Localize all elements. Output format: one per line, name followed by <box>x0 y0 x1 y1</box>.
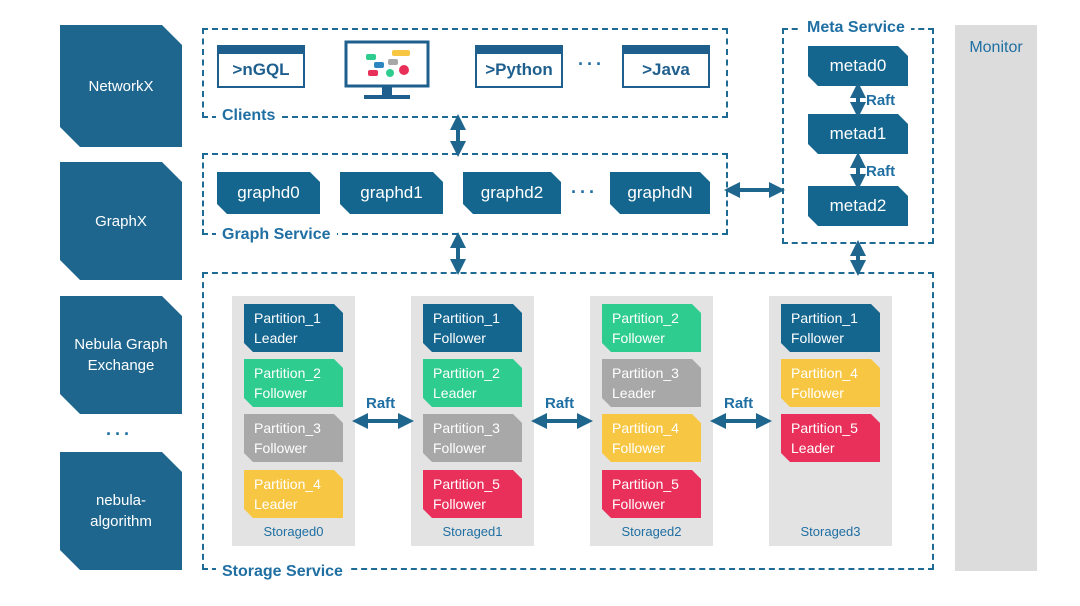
metad1-label: metad1 <box>829 124 887 143</box>
partition-role: Follower <box>791 385 844 401</box>
storage-service-container <box>202 272 934 570</box>
tool-exchange-label-line2: Exchange <box>87 357 155 374</box>
partition-role: Follower <box>433 440 486 456</box>
studio-monitor-icon <box>344 40 430 102</box>
partition-name: Partition_5 <box>612 476 679 492</box>
partition-role: Follower <box>433 330 486 346</box>
partition-card: Partition_2 Leader <box>423 359 522 407</box>
clients-ellipsis: ··· <box>578 54 605 74</box>
tool-graphx: GraphX <box>60 162 182 280</box>
storage-raft-label-1: Raft <box>366 395 396 412</box>
partition-name: Partition_4 <box>612 420 679 436</box>
tool-nebula-algorithm: nebula- algorithm <box>60 452 182 570</box>
metad2-label: metad2 <box>829 196 887 215</box>
partition-name: Partition_5 <box>791 420 858 436</box>
partition-card: Partition_1 Follower <box>423 304 522 352</box>
graphdn-label: graphdN <box>627 183 693 202</box>
tool-exchange-label-line1: Nebula Graph <box>74 336 168 353</box>
meta-raft-label-2: Raft <box>866 163 896 180</box>
partition-card: Partition_3 Follower <box>244 414 343 462</box>
partition-role: Leader <box>791 440 835 456</box>
graph-service-label: Graph Service <box>216 226 337 244</box>
graphd1-node: graphd1 <box>340 172 443 214</box>
partition-card: Partition_3 Follower <box>423 414 522 462</box>
graphd2-node: graphd2 <box>463 172 561 214</box>
partition-name: Partition_3 <box>433 420 500 436</box>
monitor-panel: Monitor <box>955 25 1037 571</box>
partition-card: Partition_4 Leader <box>244 470 343 518</box>
partition-card: Partition_1 Follower <box>781 304 880 352</box>
client-java-label: >Java <box>642 60 690 79</box>
partition-card: Partition_5 Follower <box>602 470 701 518</box>
meta-service-label: Meta Service <box>801 19 911 37</box>
client-java: >Java <box>622 45 710 88</box>
partition-name: Partition_3 <box>612 365 679 381</box>
client-python-label: >Python <box>485 60 553 79</box>
client-python: >Python <box>475 45 563 88</box>
storage-server-name: Storaged3 <box>800 524 861 539</box>
tools-ellipsis: ··· <box>106 424 133 444</box>
partition-name: Partition_2 <box>433 365 500 381</box>
tool-algorithm-label-line1: nebula- <box>95 492 147 509</box>
graphdn-node: graphdN <box>610 172 710 214</box>
partition-role: Leader <box>612 385 656 401</box>
partition-card: Partition_4 Follower <box>602 414 701 462</box>
partition-role: Follower <box>254 440 307 456</box>
partition-role: Leader <box>433 385 477 401</box>
metad0-label: metad0 <box>829 56 887 75</box>
graphd1-label: graphd1 <box>360 183 423 202</box>
partition-name: Partition_1 <box>791 310 858 326</box>
partition-card: Partition_1 Leader <box>244 304 343 352</box>
partition-card: Partition_3 Leader <box>602 359 701 407</box>
partition-role: Leader <box>254 330 298 346</box>
partition-card: Partition_4 Follower <box>781 359 880 407</box>
partition-name: Partition_4 <box>254 476 321 492</box>
partition-name: Partition_2 <box>612 310 679 326</box>
partition-role: Leader <box>254 496 298 512</box>
graph-service-ellipsis: ··· <box>571 182 598 202</box>
partition-role: Follower <box>254 385 307 401</box>
graphd0-label: graphd0 <box>237 183 300 202</box>
partition-name: Partition_1 <box>254 310 321 326</box>
partition-name: Partition_5 <box>433 476 500 492</box>
partition-name: Partition_2 <box>254 365 321 381</box>
partition-role: Follower <box>612 496 665 512</box>
partition-card: Partition_2 Follower <box>602 304 701 352</box>
graphd0-node: graphd0 <box>217 172 320 214</box>
partition-role: Follower <box>612 440 665 456</box>
partition-card: Partition_2 Follower <box>244 359 343 407</box>
partition-role: Follower <box>612 330 665 346</box>
storage-server-name: Storaged1 <box>442 524 503 539</box>
storage-raft-label-2: Raft <box>545 395 575 412</box>
metad0-node: metad0 <box>808 46 908 86</box>
partition-card: Partition_5 Follower <box>423 470 522 518</box>
tool-networkx: NetworkX <box>60 25 182 147</box>
partition-card: Partition_5 Leader <box>781 414 880 462</box>
partition-name: Partition_3 <box>254 420 321 436</box>
partition-role: Follower <box>433 496 486 512</box>
graphd2-label: graphd2 <box>480 183 544 202</box>
partition-name: Partition_4 <box>791 365 858 381</box>
storage-server-name: Storaged2 <box>621 524 682 539</box>
meta-raft-label-1: Raft <box>866 92 896 109</box>
client-ngql: >nGQL <box>217 45 305 88</box>
tool-algorithm-label-line2: algorithm <box>90 513 152 530</box>
clients-label: Clients <box>216 107 282 125</box>
tool-networkx-label: NetworkX <box>88 77 154 95</box>
partition-role: Follower <box>791 330 844 346</box>
monitor-label: Monitor <box>969 39 1023 56</box>
storage-raft-label-3: Raft <box>724 395 754 412</box>
metad2-node: metad2 <box>808 186 908 226</box>
tool-graphx-label: GraphX <box>95 212 147 230</box>
tool-nebula-graph-exchange: Nebula Graph Exchange <box>60 296 182 414</box>
partition-name: Partition_1 <box>433 310 500 326</box>
storage-server-name: Storaged0 <box>263 524 324 539</box>
storage-service-label: Storage Service <box>216 563 349 581</box>
metad1-node: metad1 <box>808 114 908 154</box>
client-ngql-label: >nGQL <box>232 60 290 79</box>
